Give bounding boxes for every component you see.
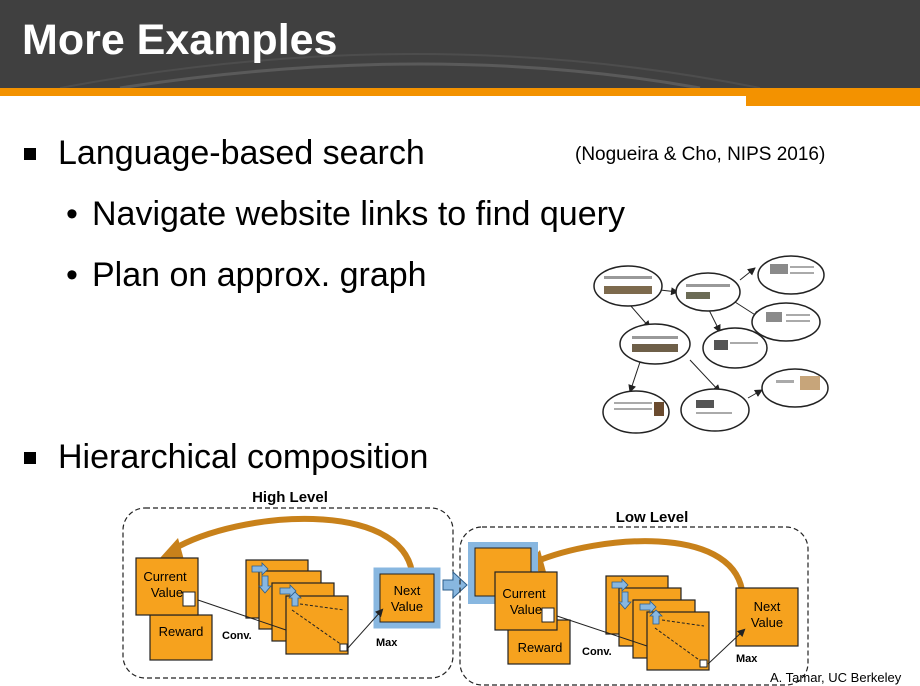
graph-node	[680, 388, 750, 432]
connector-arrow	[442, 570, 468, 600]
website-graph-illustration	[593, 255, 829, 434]
max-label: Max	[736, 653, 758, 665]
bullet-square	[24, 452, 36, 464]
feedback-arrow-head	[160, 538, 184, 560]
current-value-label-line2: Value	[510, 602, 542, 617]
high-level-panel: High Level Reward Current Value Conv. Ne…	[122, 489, 454, 679]
reward-label: Reward	[518, 640, 563, 655]
conv-label: Conv.	[222, 630, 252, 642]
citation: (Nogueira & Cho, NIPS 2016)	[575, 144, 826, 165]
hierarchical-diagram: High Level Reward Current Value Conv. Ne…	[122, 489, 809, 686]
low-level-panel: Low Level Reward Current Value Conv. Nex…	[459, 509, 809, 686]
next-value-label-line1: Next	[394, 583, 421, 598]
slide-title: More Examples	[22, 16, 338, 64]
sub-bullet-dot: •	[66, 195, 78, 233]
current-value-label-line2: Value	[151, 585, 183, 600]
next-value-label-line1: Next	[754, 599, 781, 614]
next-value-label-line2: Value	[751, 615, 783, 630]
graph-node	[751, 302, 821, 342]
graph-node	[602, 390, 670, 434]
header-accent-bar	[0, 88, 920, 96]
sub-bullet-text: Plan on approx. graph	[92, 256, 427, 294]
header-accent-tab	[746, 94, 920, 106]
slide-header: More Examples	[0, 0, 920, 88]
bullet-text: Language-based search	[58, 134, 425, 172]
max-label: Max	[376, 637, 398, 649]
next-value-label-line2: Value	[391, 599, 423, 614]
reward-label: Reward	[159, 624, 204, 639]
graph-node	[675, 272, 741, 312]
current-value-label-line1: Current	[502, 586, 546, 601]
sub-bullet-text: Navigate website links to find query	[92, 195, 625, 233]
header-swoosh-decoration	[59, 53, 761, 88]
next-value-box	[379, 573, 435, 623]
high-level-title: High Level	[252, 489, 328, 506]
next-value-box	[735, 587, 799, 647]
conv-label: Conv.	[582, 646, 612, 658]
current-value-label-line1: Current	[143, 569, 187, 584]
feedback-arrow	[533, 538, 745, 591]
reward-box	[149, 614, 213, 661]
slide-credit: A. Tamar, UC Berkeley	[770, 670, 902, 685]
low-level-title: Low Level	[616, 509, 689, 526]
graph-node	[702, 327, 768, 369]
current-value-box	[135, 557, 199, 616]
graph-node	[757, 255, 825, 295]
feedback-arrow	[170, 516, 415, 573]
sub-bullet-dot: •	[66, 256, 78, 294]
graph-node	[761, 368, 829, 408]
graph-node	[619, 323, 691, 365]
bullet-text: Hierarchical composition	[58, 438, 429, 476]
bullet-square	[24, 148, 36, 160]
graph-node	[593, 265, 663, 307]
